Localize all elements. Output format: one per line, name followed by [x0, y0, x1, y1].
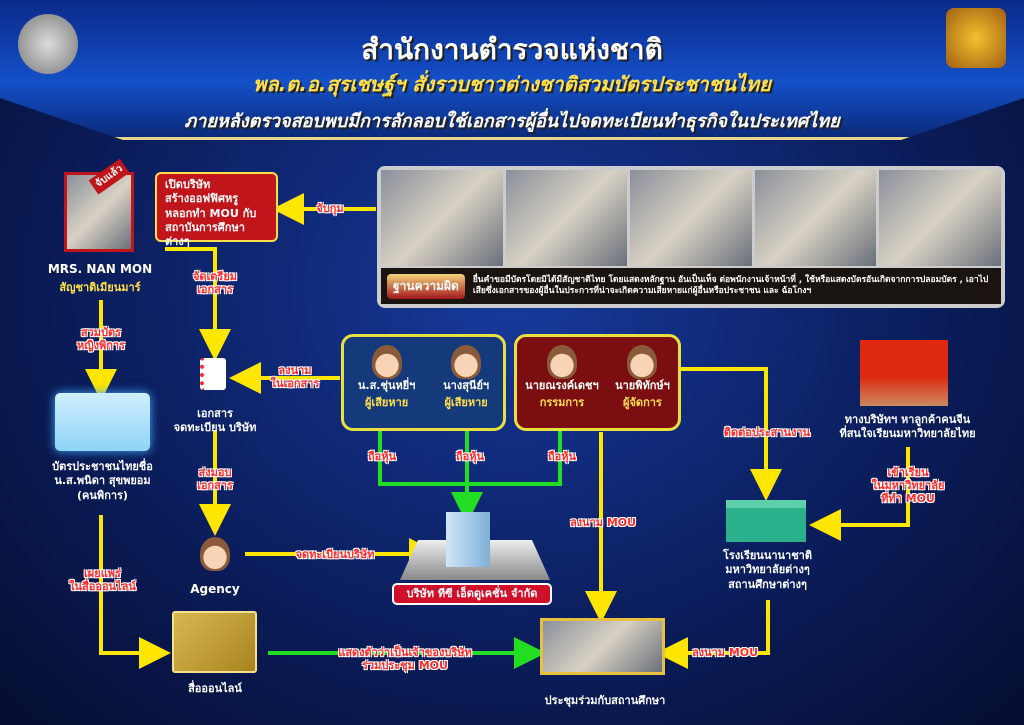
online-media-caption: สื่อออนไลน์	[188, 682, 242, 695]
victim-name: นางสุนีย์ฯ	[443, 379, 490, 392]
arrest-photos	[381, 170, 1001, 266]
documents-caption: เอกสาร	[197, 407, 233, 420]
victim-2: นางสุนีย์ฯผู้เสียหาย	[443, 345, 489, 411]
staff-2: นายพิทักษ์ฯผู้จัดการ	[615, 345, 670, 411]
label-prepare-docs: เอกสาร	[197, 283, 233, 297]
page-subtitle-2: ภายหลังตรวจสอบพบมีการลักลอบใช้เอกสารผู้อ…	[184, 111, 840, 132]
label-prepare-docs: จัดเตรียม	[192, 270, 238, 283]
label-sign-mou-2: ลงนาม MOU	[691, 646, 759, 659]
company-name: บริษัท ทีซี เอ็ดดูเคชั่น จำกัด	[392, 583, 552, 606]
page-title: สำนักงานตำรวจแห่งชาติ	[361, 33, 663, 66]
chinese-customers-caption: ทางบริษัทฯ หาลูกค้าคนจีน	[844, 413, 971, 426]
person-icon	[371, 345, 402, 379]
schools-caption: โรงเรียนนานาชาติ	[723, 549, 812, 562]
callout-line: สถาบันการศึกษาต่างๆ	[165, 220, 245, 249]
company-building-icon	[446, 512, 490, 567]
callout-line: สร้างออฟฟิศหรู	[165, 192, 239, 206]
arrest-photo	[879, 170, 1001, 266]
callout-line: หลอกทำ MOU กับ	[165, 206, 257, 220]
id-card-caption: น.ส.พนิดา สุขพยอม	[54, 474, 151, 488]
arrest-photo	[505, 170, 628, 266]
label-publish: ในสื่อออนไลน์	[69, 580, 136, 594]
label-register: จดทะเบียนบริษัท	[295, 548, 375, 561]
evidence-panel: ฐานความผิด ยื่นคำขอมีบัตรโดยมิได้มีสัญชา…	[377, 166, 1005, 308]
id-card-caption: (คนพิการ)	[77, 488, 128, 502]
label-coordinate: ติดต่อประสานงาน	[723, 426, 811, 439]
staff-1: นายณรงค์เดชฯกรรมการ	[525, 345, 599, 411]
label-show-owner: แสดงตัวว่าเป็นเจ้าของบริษัท	[338, 646, 472, 659]
person-icon	[451, 345, 482, 379]
victim-1: น.ส.ชุ่นหยี่ฯผู้เสียหาย	[358, 345, 415, 411]
chinese-customers-caption: ที่สนใจเรียนมหาวิทยาลัยไทย	[839, 427, 976, 441]
suspect-nationality: สัญชาติเมียนมาร์	[59, 281, 141, 294]
label-impersonate: หญิงพิการ	[77, 339, 125, 353]
callout-line: เปิดบริษัท	[165, 178, 211, 191]
schools-caption: สถานศึกษาต่างๆ	[728, 577, 807, 591]
label-shareholder: ถือหุ้น	[547, 450, 577, 463]
label-shareholder: ถือหุ้น	[455, 450, 485, 463]
victim-role: ผู้เสียหาย	[364, 396, 409, 410]
label-sign-docs: ลงนาม	[278, 364, 312, 377]
police-emblem-logo	[18, 14, 78, 74]
offense-tag: ฐานความผิด	[387, 273, 465, 299]
victims-box: น.ส.ชุ่นหยี่ฯผู้เสียหาย นางสุนีย์ฯผู้เสี…	[341, 334, 506, 431]
label-publish: เผยแพร่	[84, 567, 121, 580]
page-subtitle: พล.ต.อ.สุรเชษฐ์ฯ สั่งรวบชาวต่างชาติสวมบั…	[253, 72, 771, 96]
department-logo	[946, 8, 1006, 68]
person-icon	[546, 345, 577, 379]
person-icon	[627, 345, 658, 379]
meeting-caption: ประชุมร่วมกับสถานศึกษา	[544, 694, 666, 707]
document-icon	[200, 358, 226, 390]
header-banner	[0, 0, 1024, 140]
label-deliver-docs: เอกสาร	[197, 479, 233, 493]
label-deliver-docs: ส่งมอบ	[198, 466, 232, 479]
thai-id-card	[55, 393, 150, 451]
label-arrest: จับกุม	[316, 202, 344, 215]
label-shareholder: ถือหุ้น	[367, 450, 397, 463]
id-card-caption: บัตรประชาชนไทยชื่อ	[52, 460, 153, 473]
arrest-photo	[754, 170, 877, 266]
suspect-callout: เปิดบริษัท สร้างออฟฟิศหรู หลอกทำ MOU กับ…	[155, 172, 278, 248]
suspect-name: MRS. NAN MON	[47, 262, 153, 276]
arrest-photo	[381, 170, 503, 266]
staff-name: นายณรงค์เดชฯ	[525, 379, 599, 392]
label-sign-mou: ลงนาม MOU	[569, 516, 637, 529]
victim-name: น.ส.ชุ่นหยี่ฯ	[357, 379, 416, 392]
offense-text: ยื่นคำขอมีบัตรโดยมิได้มีสัญชาติไทย โดยแส…	[472, 274, 989, 296]
agency-avatar-icon	[200, 537, 230, 571]
label-enroll: เข้าเรียน	[887, 466, 929, 479]
label-show-owner: ร่วมประชุม MOU	[362, 659, 448, 673]
documents-caption: จดทะเบียน บริษัท	[173, 421, 257, 435]
arrest-photo	[630, 170, 752, 266]
staff-name: นายพิทักษ์ฯ	[615, 379, 670, 392]
label-sign-docs: ในเอกสาร	[270, 377, 320, 391]
meeting-photo	[540, 618, 665, 675]
staff-box: นายณรงค์เดชฯกรรมการ นายพิทักษ์ฯผู้จัดการ	[514, 334, 681, 431]
school-building-icon	[726, 500, 806, 542]
label-enroll: ที่ทำ MOU	[881, 492, 935, 506]
schools-caption: มหาวิทยาลัยต่างๆ	[725, 563, 810, 577]
offense-bar: ฐานความผิด ยื่นคำขอมีบัตรโดยมิได้มีสัญชา…	[381, 268, 1001, 304]
staff-role: กรรมการ	[539, 396, 585, 410]
label-impersonate: สวมบัตร	[80, 326, 122, 339]
online-media-card	[172, 611, 257, 673]
victim-role: ผู้เสียหาย	[444, 396, 488, 410]
chinese-flag-crowd-icon	[860, 340, 948, 406]
staff-role: ผู้จัดการ	[623, 396, 662, 410]
label-enroll: ในมหาวิทยาลัย	[871, 479, 945, 493]
agency-caption: Agency	[190, 582, 240, 596]
